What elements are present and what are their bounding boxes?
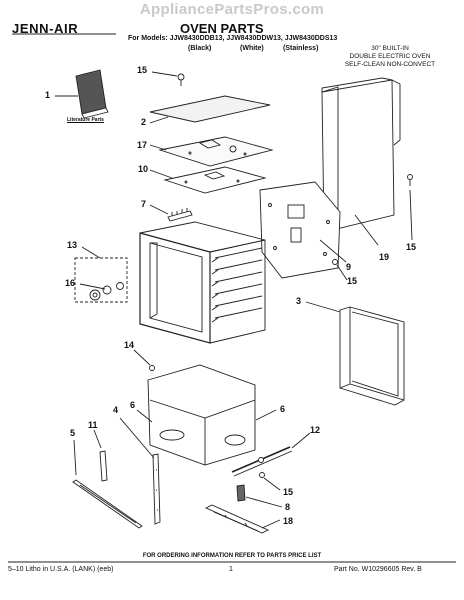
callout-16: 16	[65, 278, 76, 288]
callout-13: 13	[67, 240, 78, 250]
part-screw-side	[407, 174, 413, 186]
callout-15-side: 15	[406, 242, 417, 252]
oven-desc-line-1: 30" BUILT-IN	[371, 45, 409, 52]
leader-14	[133, 349, 151, 366]
finish-white: (White)	[240, 45, 264, 52]
leader-7	[149, 204, 169, 215]
page-number: 1	[229, 566, 233, 573]
callout-3: 3	[296, 296, 302, 306]
part-vent-strip	[99, 450, 108, 482]
leader-3	[305, 301, 341, 313]
leader-16	[79, 283, 106, 290]
callout-6-left: 6	[130, 400, 136, 410]
callout-15-rear: 15	[347, 276, 358, 286]
leader-19	[354, 214, 379, 246]
callout-8: 8	[285, 502, 291, 512]
part-door-side-panel	[339, 306, 405, 406]
leader-5	[73, 439, 77, 476]
leader-12	[291, 432, 311, 449]
part-side-panel	[321, 77, 401, 233]
part-clip	[236, 484, 246, 502]
watermark: AppliancePartsPros.com	[139, 1, 325, 18]
part-bottom-rail-right	[204, 504, 270, 534]
leader-10	[149, 169, 173, 179]
callout-10: 10	[138, 164, 149, 174]
callout-12: 12	[310, 425, 321, 435]
finish-black: (Black)	[188, 45, 212, 52]
part-screw-rear	[332, 259, 338, 265]
part-hinge-bracket	[167, 208, 193, 222]
part-screw-top	[177, 73, 185, 86]
part-insulation-pad	[158, 136, 274, 167]
leader-11	[93, 429, 102, 449]
part-knob-assembly	[74, 257, 128, 303]
part-oven-cavity-frame	[139, 221, 266, 344]
leader-15-top	[151, 71, 178, 77]
page-title: OVEN PARTS	[180, 21, 264, 36]
leader-2	[149, 116, 169, 124]
leader-15-side	[409, 189, 413, 241]
leader-18	[261, 519, 281, 529]
callout-14: 14	[124, 340, 135, 350]
part-rear-panel	[259, 181, 341, 279]
oven-description: 30" BUILT-IN DOUBLE ELECTRIC OVEN SELF-C…	[330, 45, 450, 69]
callout-9: 9	[346, 262, 352, 272]
leader-6-right	[255, 409, 277, 421]
leader-4	[119, 417, 155, 459]
finish-stainless: (Stainless)	[283, 45, 319, 52]
callout-15-lower: 15	[283, 487, 294, 497]
part-left-trim-strip	[152, 453, 161, 525]
oven-desc-line-2: DOUBLE ELECTRIC OVEN	[349, 53, 431, 60]
literature-parts-label: Literature Parts	[67, 117, 104, 123]
callout-1: 1	[45, 90, 51, 100]
part-screw-bottom	[149, 365, 155, 371]
callout-18: 18	[283, 516, 294, 526]
callout-2: 2	[141, 117, 147, 127]
brand-logo: JENN-AIR	[12, 21, 79, 36]
part-bottom-support	[147, 364, 256, 466]
leader-17	[149, 144, 167, 151]
part-literature-booklet	[75, 69, 109, 119]
callout-7: 7	[141, 199, 147, 209]
part-drip-rod	[231, 446, 293, 477]
models-line: For Models: JJW8430DDB13, JJW8430DDW13, …	[128, 35, 338, 42]
leader-6-left	[136, 409, 153, 423]
part-top-panel	[149, 95, 271, 123]
part-number: Part No. W10296605 Rev. B	[334, 566, 422, 573]
oven-desc-line-3: SELF-CLEAN NON-CONVECT	[344, 61, 436, 68]
ordering-info: FOR ORDERING INFORMATION REFER TO PARTS …	[142, 553, 322, 559]
callout-6-right: 6	[280, 404, 286, 414]
footer-litho: 5–10 Litho in U.S.A. (LANK) (eeb)	[8, 566, 114, 573]
leader-8	[245, 496, 283, 508]
leader-13	[81, 246, 101, 259]
part-bottom-rail-left	[72, 479, 143, 529]
callout-17: 17	[137, 140, 148, 150]
callout-15-top: 15	[137, 65, 148, 75]
part-heat-shield	[163, 166, 267, 194]
callout-4: 4	[113, 405, 119, 415]
callout-5: 5	[70, 428, 76, 438]
leader-15-lower	[263, 477, 281, 491]
part-screw-lower	[259, 472, 265, 478]
leader-9	[319, 239, 347, 263]
leader-15-rear	[336, 264, 348, 281]
callout-11: 11	[88, 420, 98, 430]
callout-19: 19	[379, 252, 390, 262]
